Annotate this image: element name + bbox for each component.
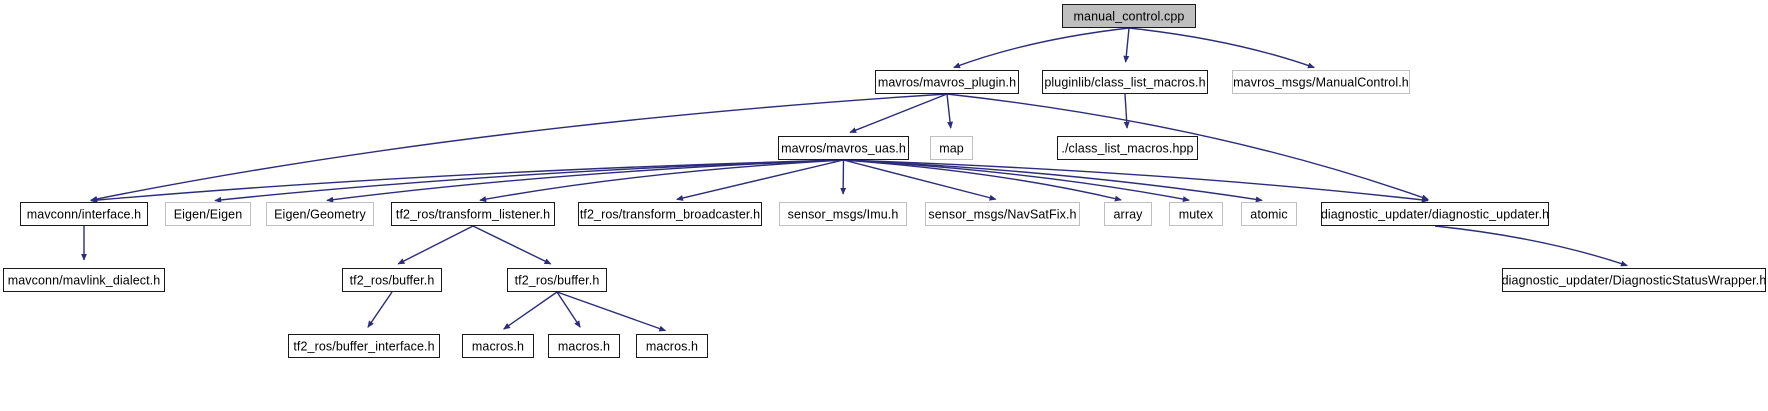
graph-node-label: map (939, 141, 964, 156)
graph-node-root[interactable]: manual_control.cpp (1062, 4, 1196, 28)
graph-edge (843, 159, 1429, 203)
graph-node[interactable]: diagnostic_updater/DiagnosticStatusWrapp… (1502, 268, 1766, 292)
graph-edge (1434, 225, 1628, 267)
graph-node[interactable]: macros.h (636, 334, 708, 358)
graph-edge (1123, 93, 1130, 129)
graph-node[interactable]: mutex (1169, 202, 1223, 226)
graph-node[interactable]: Eigen/Eigen (165, 202, 251, 226)
graph-edge (843, 159, 1263, 203)
graph-node-label: tf2_ros/buffer.h (349, 273, 435, 288)
graph-node-label: tf2_ros/transform_broadcaster.h (579, 207, 761, 222)
graph-node[interactable]: array (1104, 202, 1152, 226)
graph-node[interactable]: tf2_ros/buffer.h (342, 268, 442, 292)
graph-node[interactable]: mavros/mavros_uas.h (778, 136, 909, 160)
graph-node[interactable]: Eigen/Geometry (266, 202, 374, 226)
graph-node[interactable]: tf2_ros/transform_listener.h (391, 202, 555, 226)
graph-node-label: ./class_list_macros.hpp (1061, 141, 1194, 156)
graph-node-label: atomic (1250, 207, 1288, 222)
graph-node[interactable]: tf2_ros/transform_broadcaster.h (578, 202, 762, 226)
graph-node-label: mavconn/mavlink_dialect.h (7, 273, 161, 288)
graph-node-label: manual_control.cpp (1073, 9, 1185, 24)
graph-node[interactable]: atomic (1241, 202, 1297, 226)
graph-edge (397, 225, 474, 265)
graph-node[interactable]: ./class_list_macros.hpp (1057, 136, 1198, 160)
graph-node[interactable]: tf2_ros/buffer_interface.h (288, 334, 440, 358)
graph-node-label: tf2_ros/buffer.h (514, 273, 600, 288)
graph-node[interactable]: mavros/mavros_plugin.h (875, 70, 1019, 94)
graph-node[interactable]: macros.h (462, 334, 534, 358)
graph-node-label: mavros/mavros_uas.h (781, 141, 906, 156)
graph-node-label: macros.h (557, 339, 611, 354)
graph-edge (503, 291, 558, 330)
graph-edge (1123, 27, 1130, 63)
graph-node-label: mavconn/interface.h (26, 207, 142, 222)
graph-edge (843, 159, 997, 201)
graph-node-label: tf2_ros/transform_listener.h (395, 207, 551, 222)
graph-node-label: array (1113, 207, 1143, 222)
graph-edge (556, 291, 581, 328)
graph-node-label: mavros_msgs/ManualControl.h (1233, 75, 1409, 90)
graph-node[interactable]: mavros_msgs/ManualControl.h (1232, 70, 1410, 94)
graph-edge (472, 225, 552, 265)
graph-node-label: macros.h (471, 339, 525, 354)
graph-edge (953, 27, 1130, 69)
graph-node[interactable]: sensor_msgs/NavSatFix.h (925, 202, 1080, 226)
graph-node-label: mutex (1178, 207, 1214, 222)
graph-edge (556, 291, 667, 332)
graph-edge (479, 159, 844, 203)
graph-edge (843, 159, 1122, 202)
graph-node[interactable]: tf2_ros/buffer.h (507, 268, 607, 292)
graph-node-label: pluginlib/class_list_macros.h (1044, 75, 1206, 90)
graph-node[interactable]: macros.h (548, 334, 620, 358)
graph-node-label: diagnostic_updater/diagnostic_updater.h (1320, 207, 1550, 222)
graph-node-label: tf2_ros/buffer_interface.h (293, 339, 435, 354)
graph-node[interactable]: map (930, 136, 973, 160)
graph-node[interactable]: diagnostic_updater/diagnostic_updater.h (1321, 202, 1549, 226)
graph-node-label: macros.h (645, 339, 699, 354)
graph-node-label: Eigen/Eigen (173, 207, 243, 222)
graph-edge (367, 291, 393, 328)
graph-edge (676, 159, 844, 201)
graph-edge (946, 93, 954, 129)
graph-node[interactable]: mavconn/mavlink_dialect.h (3, 268, 165, 292)
graph-edge (90, 159, 844, 204)
graph-node-label: mavros/mavros_plugin.h (877, 75, 1017, 90)
graph-edge (843, 159, 1190, 202)
graph-node-label: diagnostic_updater/DiagnosticStatusWrapp… (1501, 273, 1767, 288)
graph-node[interactable]: pluginlib/class_list_macros.h (1042, 70, 1208, 94)
graph-node-label: sensor_msgs/Imu.h (787, 207, 899, 222)
graph-node-label: sensor_msgs/NavSatFix.h (928, 207, 1077, 222)
graph-edge (214, 159, 844, 203)
graph-edge (1128, 27, 1315, 69)
graph-edge (849, 93, 948, 134)
graph-node[interactable]: mavconn/interface.h (20, 202, 148, 226)
graph-node[interactable]: sensor_msgs/Imu.h (779, 202, 907, 226)
graph-edge (326, 159, 844, 203)
graph-node-label: Eigen/Geometry (274, 207, 366, 222)
